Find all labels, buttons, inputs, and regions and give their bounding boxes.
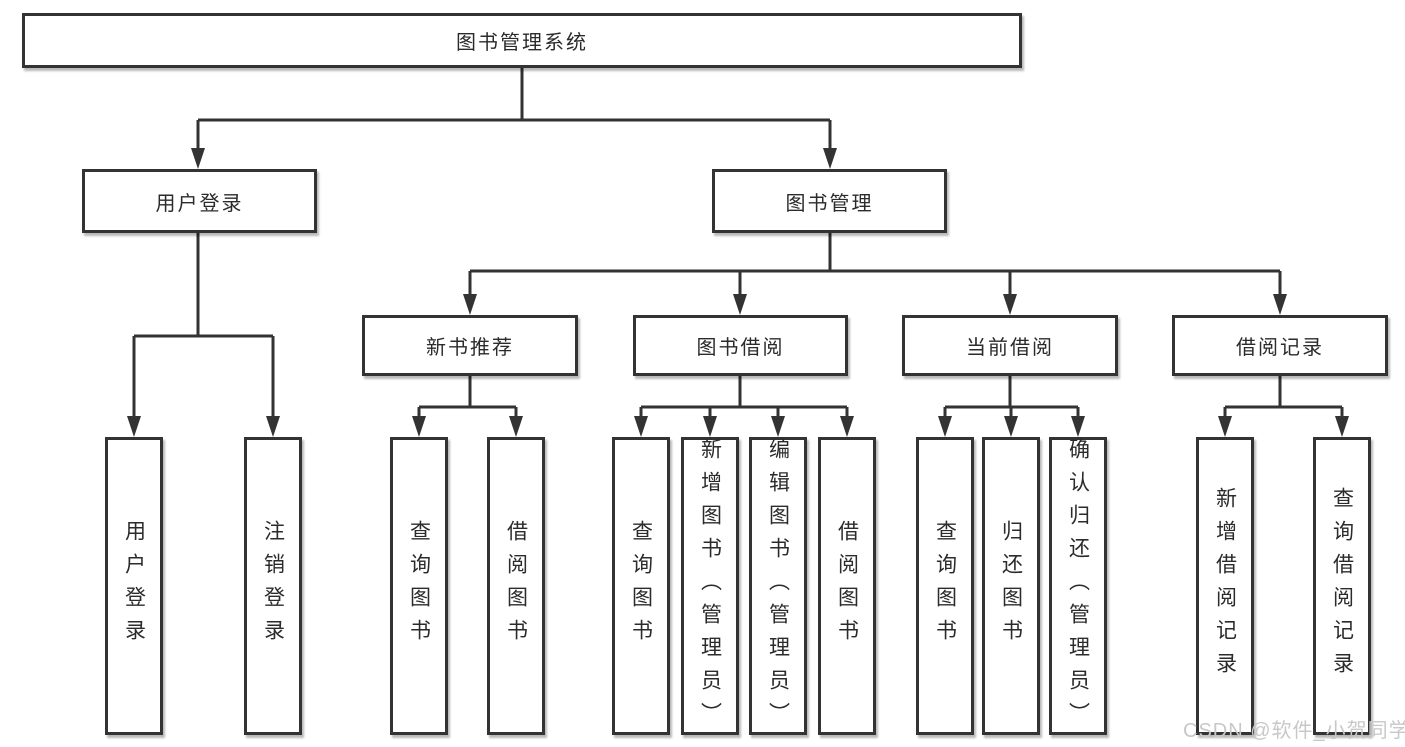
node-label: 查询借阅记录: [1330, 487, 1354, 685]
leaf-add-books-admin: 新增图书（管理员）: [681, 437, 739, 735]
leaf-query-books-3: 查询图书: [916, 437, 974, 735]
node-label: 图书管理: [785, 192, 874, 215]
leaf-query-borrow-record: 查询借阅记录: [1313, 437, 1371, 735]
node-current-borrowing: 当前借阅: [902, 315, 1118, 376]
node-label: 查询图书: [629, 520, 653, 652]
node-label: 注销登录: [261, 520, 285, 652]
node-label: 新增借阅记录: [1213, 487, 1237, 685]
node-label: 查询图书: [407, 520, 431, 652]
leaf-query-books-2: 查询图书: [612, 437, 670, 735]
node-label: 当前借阅: [966, 337, 1054, 359]
node-label: 归还图书: [999, 520, 1023, 652]
leaf-query-books-1: 查询图书: [390, 437, 448, 735]
csdn-watermark: CSDN @软件_小贺同学: [1183, 720, 1405, 742]
node-label: 确认归还（管理员）: [1066, 437, 1090, 735]
node-library-management-system: 图书管理系统: [22, 13, 1022, 68]
leaf-edit-books-admin: 编辑图书（管理员）: [749, 437, 807, 735]
node-label: 编辑图书（管理员）: [766, 437, 790, 735]
node-book-borrowing: 图书借阅: [633, 315, 848, 376]
node-borrowing-records: 借阅记录: [1172, 315, 1388, 376]
node-label: 借阅图书: [504, 520, 528, 652]
leaf-logout: 注销登录: [244, 437, 302, 735]
leaf-borrow-books-2: 借阅图书: [818, 437, 876, 735]
node-label: 新书推荐: [426, 337, 514, 359]
leaf-confirm-return-admin: 确认归还（管理员）: [1049, 437, 1107, 735]
node-label: 借阅记录: [1236, 337, 1324, 359]
node-label: 用户登录: [122, 520, 146, 652]
node-label: 用户登录: [155, 192, 244, 215]
node-label: 图书管理系统: [456, 32, 588, 54]
node-book-management: 图书管理: [712, 169, 947, 233]
node-label: 图书借阅: [696, 337, 785, 359]
leaf-user-login: 用户登录: [105, 437, 163, 735]
node-label: 借阅图书: [835, 520, 859, 652]
leaf-borrow-books-1: 借阅图书: [487, 437, 545, 735]
node-new-book-recommendation: 新书推荐: [362, 315, 578, 376]
leaf-add-borrow-record: 新增借阅记录: [1196, 437, 1254, 735]
leaf-return-books: 归还图书: [982, 437, 1040, 735]
node-label: 查询图书: [933, 520, 957, 652]
node-label: 新增图书（管理员）: [698, 437, 722, 735]
node-user-login: 用户登录: [82, 169, 317, 233]
